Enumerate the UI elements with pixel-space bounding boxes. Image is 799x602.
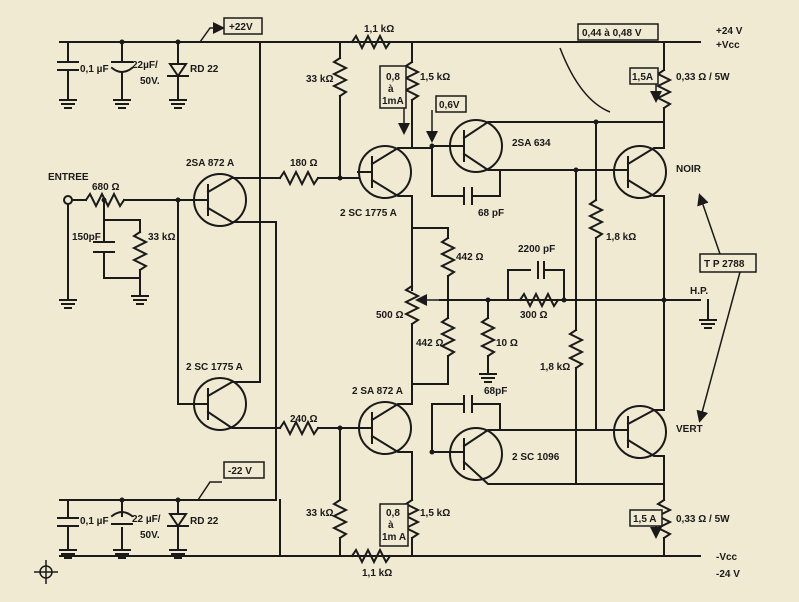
cap-label-c1-top: 0,1 µF [80,64,109,75]
resistor-label-1-8k-bot: 1,8 kΩ [540,362,570,373]
resistor-label-180: 180 Ω [290,158,317,169]
resistor-label-33k-bot: 33 kΩ [306,508,333,519]
cap-label-68pf-top: 68 pF [478,208,504,219]
neg-out-label-2: -24 V [716,569,740,580]
resistor-label-1-1k-bot: 1,1 kΩ [362,568,392,579]
cap-label-68pf-bot: 68pF [484,386,507,397]
cap-label-c2-bot-2: 50V. [140,530,160,541]
crosshair-icon [34,560,58,584]
transistor-label-2sc1096: 2 SC 1096 [512,452,560,463]
transistor-label-noir: NOIR [676,164,702,175]
cap-label-2200pf: 2200 pF [518,244,555,255]
predriver-2sa634 [426,110,665,205]
resistor-label-10: 10 Ω [496,338,518,349]
top-filter-section [57,22,225,109]
resistor-label-1-5k-top: 1,5 kΩ [420,72,450,83]
resistor-label-1-8k-top: 1,8 kΩ [606,232,636,243]
predriver-2sc1096 [429,395,665,485]
input-section [59,191,201,309]
output-transistor-top [575,41,673,411]
resistor-label-500: 500 Ω [376,310,403,321]
current-label-bot-1: 0,8 [386,508,400,519]
current-label-out-bot: 1,5 A [633,514,657,525]
cap-label-c2-bot-1: 22 µF/ [132,514,161,525]
current-label-out-top: 1,5A [632,72,653,83]
cap-label-150pf: 150pF [72,232,101,243]
transistor-label-q-in-top: 2SA 872 A [186,158,234,169]
neg-out-label-1: -Vcc [716,552,738,563]
zener-label-top: RD 22 [190,64,219,75]
resistor-label-33k-in: 33 kΩ [148,232,175,243]
bias-network [403,227,717,385]
resistor-label-442-bot: 442 Ω [416,338,443,349]
vbias-label: 0,44 à 0,48 V [582,28,642,39]
voltage-label-0-6v: 0,6V [439,100,460,111]
transistor-label-vert: VERT [676,424,703,435]
resistor-label-680: 680 Ω [92,182,119,193]
output-label: H.P. [690,286,708,297]
top-driver-section [259,33,433,291]
resistor-label-1-5k-bot: 1,5 kΩ [420,508,450,519]
pos-out-label-2: +Vcc [716,40,740,51]
input-label: ENTREE [48,172,89,183]
transistor-label-2sa634: 2SA 634 [512,138,551,149]
current-label-bot-2: à [388,520,394,531]
zener-label-bot: RD 22 [190,516,219,527]
transistor-label-q-drv-bot: 2 SA 872 A [352,386,403,397]
pos-supply-label: +22V [229,22,253,33]
current-label-top-2: à [388,84,394,95]
resistor-label-33k-top: 33 kΩ [306,74,333,85]
annotation-boxes [223,17,757,547]
current-label-top-3: 1mA [382,96,404,107]
pos-out-label-1: +24 V [716,26,743,37]
cap-label-c2-top-2: 50V. [140,76,160,87]
resistor-label-1-1k-top: 1,1 kΩ [364,24,394,35]
input-transistor-top [193,173,277,501]
resistor-label-442-top: 442 Ω [456,252,483,263]
cap-label-c1-bot: 0,1 µF [80,516,109,527]
input-transistor-bottom [177,41,281,431]
cap-label-c2-top-1: 22µF/ [132,60,158,71]
bottom-filter-section [57,481,276,559]
part-label-tp2788: T P 2788 [704,259,745,270]
bottom-driver-section [278,383,421,565]
transistor-label-q-in-bot: 2 SC 1775 A [186,362,243,373]
current-label-bot-3: 1m A [382,532,406,543]
transistor-label-q-drv-top: 2 SC 1775 A [340,208,397,219]
resistor-label-emit-bot: 0,33 Ω / 5W [676,514,730,525]
resistor-label-240: 240 Ω [290,414,317,425]
resistor-label-emit-top: 0,33 Ω / 5W [676,72,730,83]
output-transistor-bottom [595,297,673,557]
neg-supply-label: -22 V [228,466,252,477]
current-label-top-1: 0,8 [386,72,400,83]
resistor-label-300: 300 Ω [520,310,547,321]
